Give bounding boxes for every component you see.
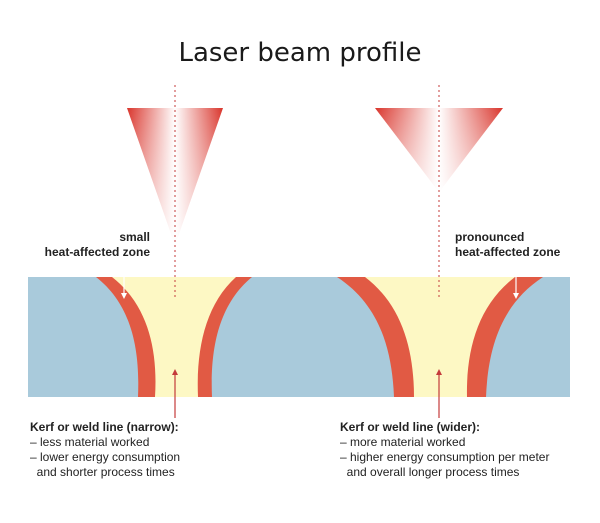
- diagram-title: Laser beam profile: [178, 38, 422, 68]
- left-zone-label: small heat-affected zone: [40, 230, 150, 260]
- right-caption-title: Kerf or weld line (wider):: [340, 420, 481, 434]
- left-kerf-profile: [96, 277, 252, 397]
- right-zone-label: pronounced heat-affected zone: [455, 230, 585, 260]
- left-zone-label-line1: small: [119, 230, 150, 244]
- right-kerf-profile: [337, 277, 543, 397]
- right-caption-item: – more material worked: [340, 435, 466, 449]
- left-caption: Kerf or weld line (narrow): – less mater…: [30, 420, 290, 480]
- left-caption-item: – lower energy consumption: [30, 450, 181, 464]
- right-caption-item: and overall longer process times: [340, 465, 520, 479]
- left-zone-label-line2: heat-affected zone: [44, 245, 150, 259]
- right-caption: Kerf or weld line (wider): – more materi…: [340, 420, 600, 480]
- left-caption-title: Kerf or weld line (narrow):: [30, 420, 179, 434]
- right-zone-label-line1: pronounced: [455, 230, 525, 244]
- right-caption-item: – higher energy consumption per meter: [340, 450, 550, 464]
- left-kerf-channel: [112, 277, 236, 397]
- right-kerf-channel: [365, 277, 515, 397]
- left-caption-item: – less material worked: [30, 435, 150, 449]
- right-zone-label-line2: heat-affected zone: [455, 245, 561, 259]
- left-caption-item: and shorter process times: [30, 465, 175, 479]
